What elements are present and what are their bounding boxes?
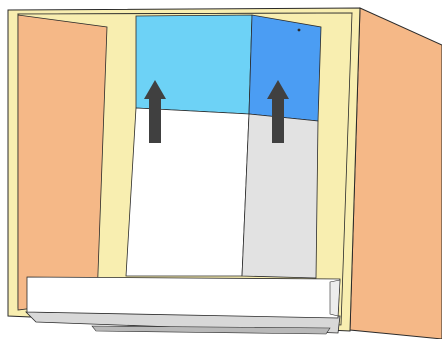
hood-body <box>27 277 340 318</box>
duct-screw <box>298 29 301 32</box>
right-side-panel <box>350 8 442 339</box>
duct-right-face <box>249 15 321 121</box>
chimney-front-face <box>126 108 249 276</box>
hood-end-cap <box>330 280 340 316</box>
left-side-panel <box>18 15 107 310</box>
